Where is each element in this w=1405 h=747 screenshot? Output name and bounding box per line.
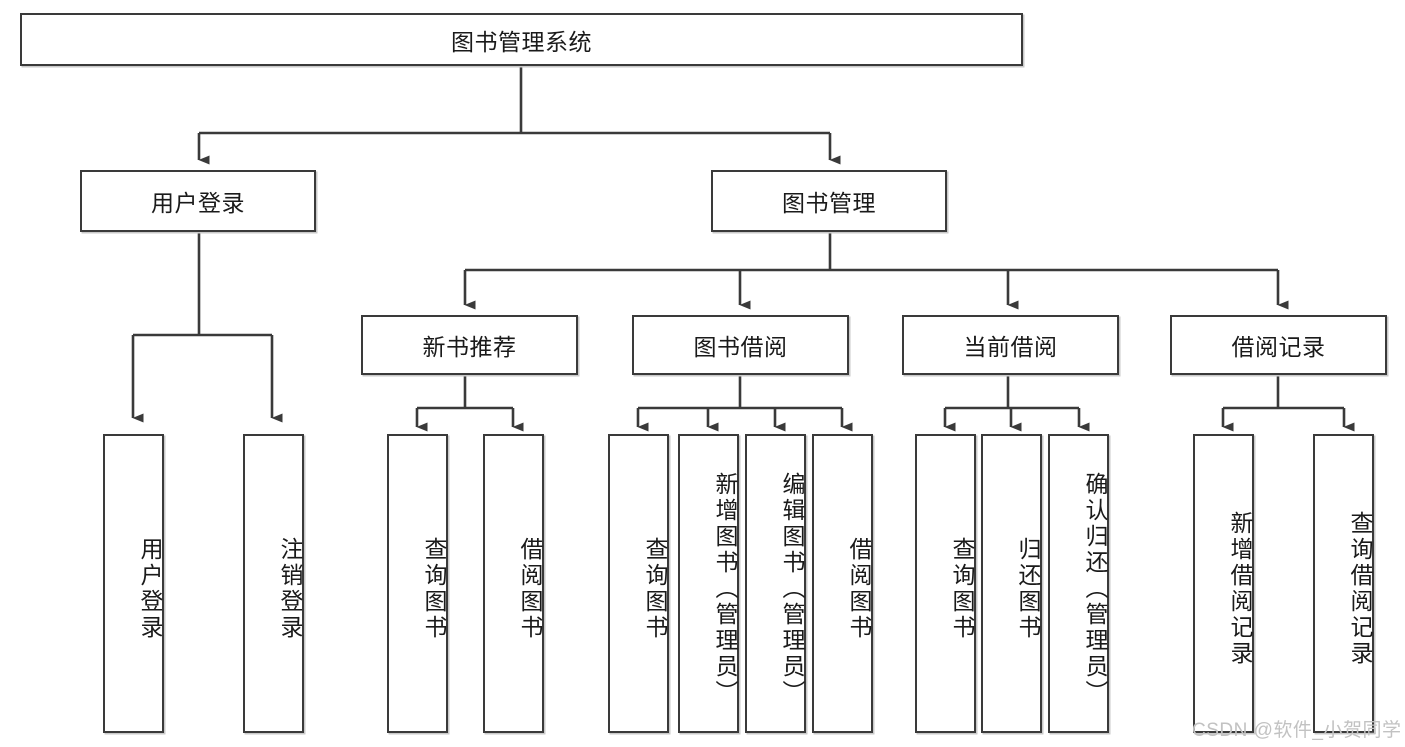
node-user-login[interactable]: 用户登录 (80, 170, 316, 232)
node-label: 图书借阅 (693, 334, 788, 360)
node-book-borrow[interactable]: 图书借阅 (632, 315, 849, 375)
node-label: 归还图书 (1015, 536, 1041, 641)
node-new-book-recommend[interactable]: 新书推荐 (361, 315, 578, 375)
node-label: 查询图书 (642, 536, 668, 641)
node-label: 用户登录 (151, 190, 245, 216)
leaf-borrow-add-book-admin[interactable]: 新增图书（管理员） (678, 434, 739, 733)
leaf-records-query-record[interactable]: 查询借阅记录 (1313, 434, 1374, 733)
node-label: 查询图书 (949, 536, 975, 641)
node-label: 借阅图书 (517, 536, 543, 641)
node-label: 确认归还（管理员） (1082, 471, 1108, 706)
node-borrow-records[interactable]: 借阅记录 (1170, 315, 1387, 375)
leaf-borrow-query-book[interactable]: 查询图书 (608, 434, 669, 733)
node-label: 当前借阅 (963, 334, 1058, 360)
leaf-new-book-query[interactable]: 查询图书 (387, 434, 448, 733)
watermark-text: CSDN @软件_小贺同学 (1192, 720, 1402, 741)
node-book-management[interactable]: 图书管理 (711, 170, 947, 232)
node-label: 新书推荐 (422, 334, 517, 360)
leaf-user-login-logout[interactable]: 注销登录 (243, 434, 304, 733)
node-label: 查询借阅记录 (1347, 510, 1373, 667)
node-label: 借阅图书 (846, 536, 872, 641)
node-label: 编辑图书（管理员） (779, 471, 805, 706)
leaf-borrow-edit-book-admin[interactable]: 编辑图书（管理员） (745, 434, 806, 733)
node-label: 用户登录 (137, 536, 163, 641)
node-label: 注销登录 (277, 536, 303, 641)
leaf-current-return-book[interactable]: 归还图书 (981, 434, 1042, 733)
leaf-new-book-borrow[interactable]: 借阅图书 (483, 434, 544, 733)
node-label: 新增图书（管理员） (712, 471, 738, 706)
leaf-borrow-borrow-book[interactable]: 借阅图书 (812, 434, 873, 733)
node-label: 图书管理 (782, 190, 876, 216)
node-root-system[interactable]: 图书管理系统 (20, 13, 1023, 66)
leaf-current-confirm-return-admin[interactable]: 确认归还（管理员） (1048, 434, 1109, 733)
leaf-current-query-book[interactable]: 查询图书 (915, 434, 976, 733)
leaf-records-add-record[interactable]: 新增借阅记录 (1193, 434, 1254, 733)
node-current-borrow[interactable]: 当前借阅 (902, 315, 1119, 375)
node-label: 新增借阅记录 (1227, 510, 1253, 667)
node-label: 查询图书 (421, 536, 447, 641)
node-label: 借阅记录 (1231, 334, 1326, 360)
node-label: 图书管理系统 (451, 28, 592, 55)
leaf-user-login-login[interactable]: 用户登录 (103, 434, 164, 733)
